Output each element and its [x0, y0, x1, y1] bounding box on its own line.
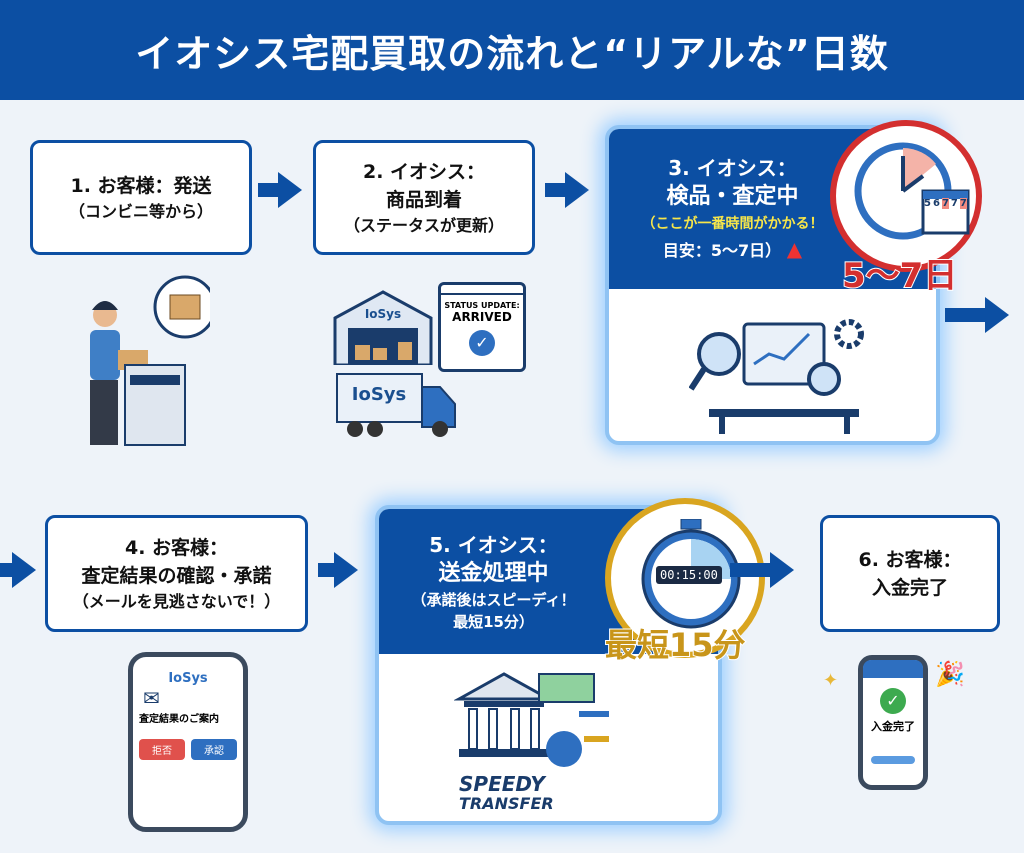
- step-3-badge-text: 5〜7日: [841, 255, 958, 297]
- step-2-box: 2. イオシス： 商品到着 （ステータスが更新）: [313, 140, 535, 255]
- step-5-title-1: 5. イオシス：: [429, 532, 558, 557]
- step-1-title: 1. お客様：発送: [70, 174, 212, 197]
- reject-button: 拒否: [139, 739, 185, 760]
- calendar-date: 5: [924, 198, 931, 209]
- step-1-sub: （コンビニ等から）: [68, 201, 213, 221]
- arrow-into-4: [0, 552, 36, 588]
- calendar-date: 7: [950, 198, 958, 209]
- step-3-note: （ここが一番時間がかかる！: [641, 216, 824, 232]
- status-line-2: ARRIVED: [452, 310, 512, 324]
- calendar-date: 7: [959, 198, 967, 209]
- header: イオシス宅配買取の流れと“リアルな”日数: [0, 0, 1024, 100]
- transfer-label: TRANSFER: [459, 794, 554, 813]
- arrow-2-3: [545, 172, 589, 208]
- step-5-title-2: 送金処理中: [438, 560, 549, 586]
- step-2-title-1: 2. イオシス：: [362, 160, 486, 183]
- status-update-window: STATUS UPDATE: ARRIVED ✓: [438, 282, 526, 372]
- check-circle-icon: ✓: [880, 688, 906, 714]
- warehouse-illustration: IoSys: [333, 290, 433, 365]
- bank-transfer-illustration: [454, 672, 609, 767]
- step-2-title-2: 商品到着: [385, 188, 462, 211]
- step-3-estimate-text: 目安：5〜7日）: [662, 241, 782, 260]
- arrow-1-2: [258, 172, 302, 208]
- step-4-title-1: 4. お客様：: [124, 536, 229, 559]
- warning-icon: ▲: [786, 237, 803, 261]
- step-6-title-2: 入金完了: [871, 576, 948, 599]
- envelope-icon: ✉: [143, 686, 160, 710]
- truck-label: IoSys: [351, 384, 407, 405]
- timer-display: 00:15:00: [656, 566, 722, 584]
- step-4-box: 4. お客様： 査定結果の確認・承諾 （メールを見逃さないで！）: [45, 515, 308, 632]
- step-6-box: 6. お客様： 入金完了: [820, 515, 1000, 632]
- speedy-label: SPEEDY: [459, 772, 545, 796]
- calendar-date: 6: [932, 198, 940, 209]
- step-4-title-2: 査定結果の確認・承諾: [81, 564, 272, 587]
- phone-email-illustration: IoSys ✉ 査定結果のご案内 拒否 承認: [128, 652, 248, 832]
- shipping-illustration: [90, 275, 210, 446]
- step-6-title-1: 6. お客様：: [858, 548, 962, 571]
- payment-complete-text: 入金完了: [871, 720, 915, 733]
- mail-subject: 査定結果のご案内: [139, 714, 219, 725]
- step-3-title-1: 3. イオシス：: [668, 156, 797, 180]
- step-2-sub: （ステータスが更新）: [343, 215, 504, 235]
- party-popper-icon: 🎉: [935, 660, 965, 688]
- step-5-sub-2: 最短15分）: [453, 612, 534, 631]
- status-line-1: STATUS UPDATE:: [444, 301, 520, 310]
- step-5-badge-text: 最短15分: [604, 625, 747, 665]
- warehouse-label: IoSys: [364, 307, 402, 321]
- approve-button: 承認: [191, 739, 237, 760]
- phone-brand: IoSys: [168, 671, 208, 686]
- truck-illustration: IoSys: [335, 372, 456, 437]
- step-3-estimate: 目安：5〜7日） ▲: [609, 236, 856, 264]
- arrow-5-6: [730, 552, 794, 588]
- step-3-title-2: 検品・査定中: [666, 184, 799, 209]
- clock-calendar-icon: [854, 142, 970, 240]
- speedy-transfer-label: SPEEDY TRANSFER: [459, 774, 554, 814]
- check-icon: ✓: [469, 330, 495, 356]
- page-title: イオシス宅配買取の流れと“リアルな”日数: [135, 31, 889, 76]
- phone-payment-complete-illustration: ✓ 入金完了: [858, 655, 928, 790]
- step-1-box: 1. お客様：発送 （コンビニ等から）: [30, 140, 252, 255]
- step-4-sub: （メールを見逃さないで！）: [72, 591, 281, 611]
- arrow-3-4: [945, 297, 1009, 333]
- step-5-sub-1: （承諾後はスピーディ！: [411, 590, 576, 609]
- calendar-date: 7: [941, 198, 949, 209]
- arrow-4-5: [318, 552, 358, 588]
- sparkle-icon: ✦: [823, 670, 839, 691]
- inspection-desk-illustration: [689, 319, 864, 434]
- step-5-duration-badge: 00:15:00: [605, 498, 765, 658]
